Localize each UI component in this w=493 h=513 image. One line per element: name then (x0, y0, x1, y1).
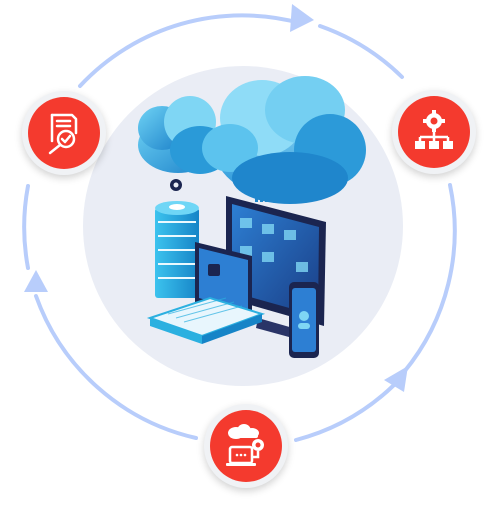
server-stack-icon (155, 201, 199, 298)
gear-network-icon (415, 110, 453, 149)
node-config[interactable] (392, 90, 476, 174)
arrow-head-right (384, 366, 408, 392)
cloud-large-icon (202, 76, 366, 204)
laptop-icon (146, 296, 266, 344)
ring-arc-bottom-left (34, 294, 198, 440)
arrow-head-top (290, 4, 314, 32)
node-config-badge (398, 96, 470, 168)
ring-arc-bottom-right (294, 383, 396, 442)
ring-arc-left (22, 184, 30, 270)
user-avatar-icon (299, 311, 309, 321)
ring-arc-right (402, 183, 457, 374)
node-audit[interactable] (22, 91, 106, 175)
ring-arc-top-right (318, 24, 404, 79)
bar-chart-icon (255, 186, 268, 202)
ring-arc-top (78, 13, 302, 88)
node-cloud-device[interactable] (204, 404, 288, 488)
node-cloud-device-badge (210, 410, 282, 482)
node-audit-badge (28, 97, 100, 169)
lock-icon (208, 264, 220, 276)
document-magnifier-check-icon (48, 113, 78, 155)
cloud-gear-laptop-icon (226, 424, 264, 466)
phone-icon (289, 282, 319, 358)
small-gear-icon (170, 179, 182, 191)
arrow-head-left (24, 270, 48, 292)
